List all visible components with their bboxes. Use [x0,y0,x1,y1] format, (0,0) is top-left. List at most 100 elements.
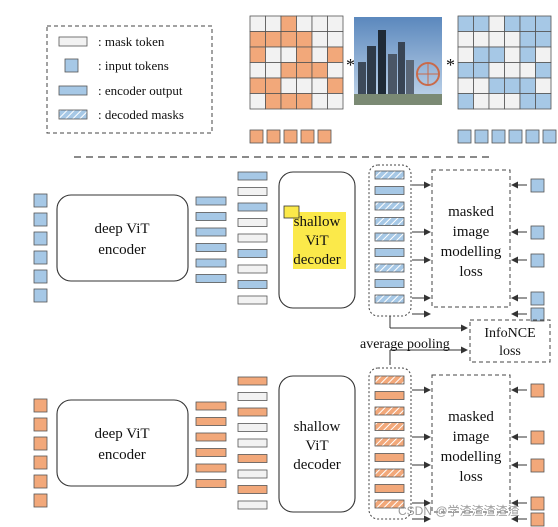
legend-encoder-output-label: : encoder output [98,83,183,98]
target-token [530,496,545,511]
bottom-loss-text-line3: modelling [441,449,502,465]
bottom-decoder-text-line3: decoder [293,457,340,473]
grid-cell [488,93,505,110]
legend-input-token-swatch [64,58,79,73]
grid-cell [296,77,313,94]
legend-encoder-output-swatch [58,85,88,96]
grid-cell [280,15,297,32]
encoder-output-token [195,432,227,442]
bottom-decoder-text-line2: ViT [305,438,328,454]
input-token [33,193,48,208]
grid-cell [457,46,474,63]
grid-cell [473,62,490,79]
input-token [33,231,48,246]
target-token [530,512,545,527]
target-token [530,458,545,473]
decoder-output-token [374,453,405,462]
decoder-input-token [237,376,268,386]
grid-cell [327,46,344,63]
decoder-output-token [374,279,405,288]
top-loss-text-line3: modelling [441,244,502,260]
grid-cell [504,31,521,48]
grid-cell [504,93,521,110]
input-token [33,398,48,413]
grid-cell [457,31,474,48]
grid-cell [473,93,490,110]
decoder-input-token [237,295,268,305]
grid-cell [311,77,328,94]
grid-cell [265,62,282,79]
grid-cell [311,15,328,32]
legend-border [46,25,213,134]
grid-cell [327,62,344,79]
decoder-output-token [374,170,405,180]
decoder-input-token [237,407,268,417]
top-decoder-output-tokens [374,170,405,304]
decoder-output-token [374,484,405,493]
target-token [530,178,545,193]
grid-cell [457,62,474,79]
grid-cell [535,62,552,79]
blue-mask-grid [457,15,552,110]
bottom-shallow-vit-decoder-box [278,375,356,513]
encoder-output-token [195,401,227,411]
decoder-input-token [237,264,268,274]
input-token [33,212,48,227]
multiply-symbol-left: * [346,55,355,75]
target-token [530,430,545,445]
legend-mask-token-label: : mask token [98,34,165,49]
grid-cell [280,31,297,48]
bottom-encoder-output-tokens [195,401,227,488]
decoder-output-token [374,391,405,400]
decoder-output-token [374,437,405,447]
top-encoder-text-line1: deep ViT [94,221,149,237]
city-photo [354,17,442,105]
decoder-output-token [374,422,405,431]
grid-cell [519,62,536,79]
decoder-input-token [237,280,268,289]
decoder-input-token [237,249,268,258]
bottom-loss-text-line4: loss [459,469,483,485]
grid-cell [327,15,344,32]
target-token [530,291,545,306]
grid-cell [280,77,297,94]
grid-cell [473,77,490,94]
grid-cell [296,15,313,32]
decoder-output-token [374,499,405,509]
top-encoder-output-tokens [195,196,227,283]
token-square [317,129,332,144]
bottom-encoder-text-line2: encoder [98,447,145,463]
input-token [33,493,48,508]
grid-cell [519,77,536,94]
grid-cell [311,93,328,110]
token-square [457,129,472,144]
grid-cell [519,93,536,110]
legend-decoded-masks-swatch [58,109,88,120]
top-encoder-text-line2: encoder [98,242,145,258]
comment-note-icon [283,205,300,219]
decoder-input-token [237,202,268,212]
encoder-output-token [195,479,227,488]
grid-cell [327,77,344,94]
grid-cell [311,62,328,79]
orange-mask-grid [249,15,344,110]
encoder-output-token [195,196,227,206]
grid-cell [327,93,344,110]
grid-cell [488,15,505,32]
legend-mask-token-swatch [58,36,88,47]
bottom-decoder-text-line1: shallow [294,419,341,435]
token-square [542,129,557,144]
top-loss-text-line1: masked [448,204,494,220]
decoder-output-token [374,375,405,385]
grid-cell [488,62,505,79]
grid-cell [265,46,282,63]
decoder-input-token [237,423,268,432]
legend-decoded-masks-label: : decoded masks [98,107,184,122]
grid-cell [488,46,505,63]
decoder-output-token [374,201,405,211]
grid-cell [473,46,490,63]
grid-cell [473,31,490,48]
grid-cell [311,46,328,63]
infonce-text-line2: loss [499,344,521,359]
